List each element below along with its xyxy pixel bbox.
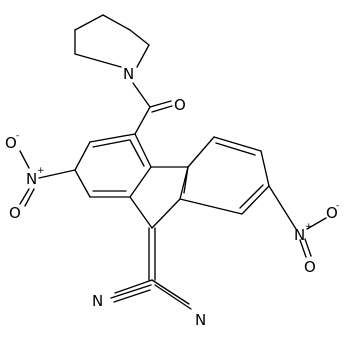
nitrile-left-nitrogen-label: N: [92, 292, 103, 310]
carbonyl-oxygen-label: O: [174, 96, 186, 114]
left-nitro-group: [19, 150, 76, 207]
right-nitro-group: [268, 185, 327, 258]
right-benzene-ring: [179, 136, 270, 215]
nitro-right-oxygen-charge: -: [336, 201, 339, 211]
five-membered-ring: [129, 166, 189, 229]
nitro-left-nitrogen-charge: +: [37, 166, 45, 176]
nitro-right-nitrogen-charge: +: [305, 222, 313, 232]
nitro-right-nitrogen-label: N: [294, 226, 305, 244]
nitrile-right-nitrogen-label: N: [195, 311, 206, 329]
nitro-right-oxygen-bottom-label: O: [304, 258, 316, 276]
nitro-left-oxygen-charge: -: [16, 131, 19, 141]
left-benzene-ring: [74, 133, 152, 198]
amide-group: [132, 82, 173, 135]
piperidine-ring: [74, 14, 150, 68]
nitro-left-oxygen-top-label: O: [5, 134, 17, 152]
dicyanomethylene-group: [110, 227, 192, 310]
nitro-left-nitrogen-label: N: [26, 170, 37, 188]
nitro-right-oxygen-top-label: O: [326, 204, 338, 222]
nitro-left-oxygen-bottom-label: O: [9, 204, 21, 222]
amide-nitrogen-label: N: [123, 65, 134, 83]
